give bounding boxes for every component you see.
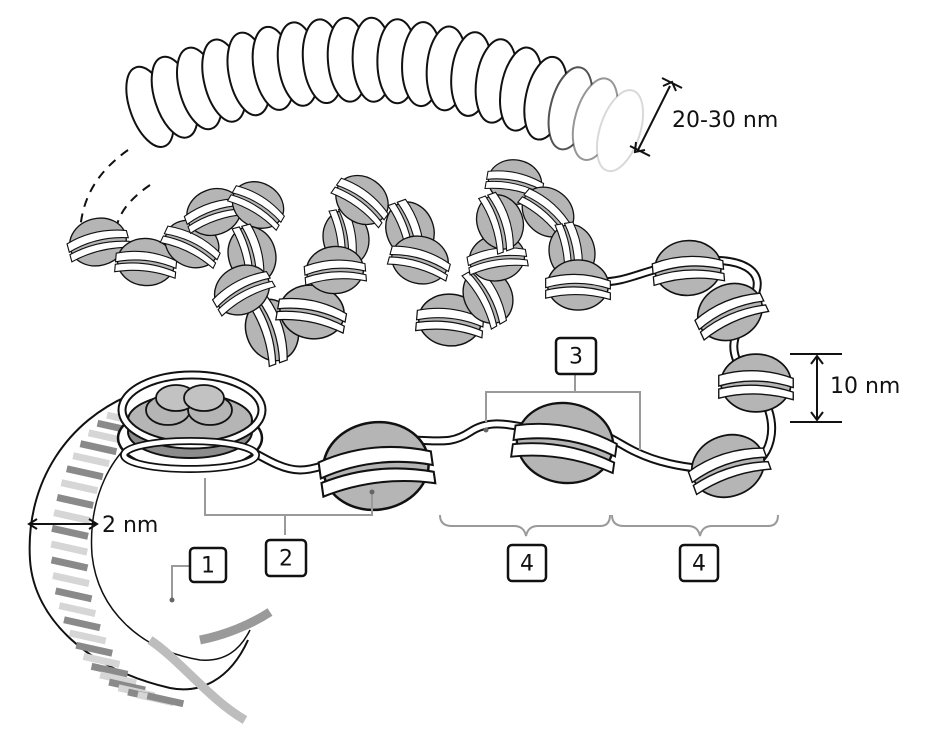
callout-brackets [171, 372, 779, 598]
callout-number-3: 3 [569, 345, 583, 370]
base-pair-rung [60, 479, 99, 495]
base-pair-rung [90, 662, 129, 678]
leader-1 [171, 565, 190, 598]
dna-double-helix [28, 394, 273, 724]
bracket-3 [485, 391, 641, 450]
base-pair-rung [108, 678, 146, 694]
base-pair-rung [58, 602, 97, 618]
base-pair-rung [146, 692, 185, 708]
base-pair-rung [66, 465, 104, 481]
base-pair-rung [75, 641, 113, 657]
base-pair-rung [72, 452, 110, 468]
label-10nm: 10 nm [830, 374, 900, 399]
dna-strand-tail [199, 608, 273, 645]
base-pair-rung [63, 616, 101, 632]
base-pair-rung [52, 572, 90, 587]
callout-number-4b: 4 [692, 552, 706, 577]
callout-box-2: 2 [264, 538, 308, 578]
callout-number-2: 2 [279, 547, 293, 572]
base-pair-rung [50, 540, 88, 556]
callout-box-3: 3 [554, 336, 598, 376]
label-20-30nm: 20-30 nm [672, 108, 778, 133]
measurement-arrows [27, 77, 842, 530]
coil-turn [595, 89, 645, 173]
callout-box-1: 1 [188, 546, 228, 584]
base-pair-rung [79, 440, 118, 456]
helix-envelope-inner [90, 429, 251, 661]
base-pair-rung [53, 509, 91, 525]
callout-box-4-left: 4 [506, 543, 548, 583]
base-pair-rung [51, 524, 89, 540]
base-pair-rung [54, 587, 93, 603]
base-pair-rung [68, 629, 107, 645]
base-pair-rung [82, 652, 121, 668]
callout-number-4a: 4 [520, 552, 534, 577]
base-pair-rung [56, 494, 94, 509]
callout-box-4-right: 4 [678, 543, 720, 583]
bracket-2 [204, 478, 373, 516]
dna-strand-tail [147, 636, 248, 724]
base-pair-rung [99, 671, 137, 687]
solenoid-fiber-30nm [125, 16, 645, 173]
callout-number-1: 1 [201, 554, 215, 579]
base-pair-rung [50, 556, 89, 572]
open-nucleosome-histone-octamer [116, 370, 267, 473]
label-2nm: 2 nm [102, 513, 158, 538]
brace-4-right [611, 514, 779, 537]
brace-4-left [439, 514, 611, 537]
